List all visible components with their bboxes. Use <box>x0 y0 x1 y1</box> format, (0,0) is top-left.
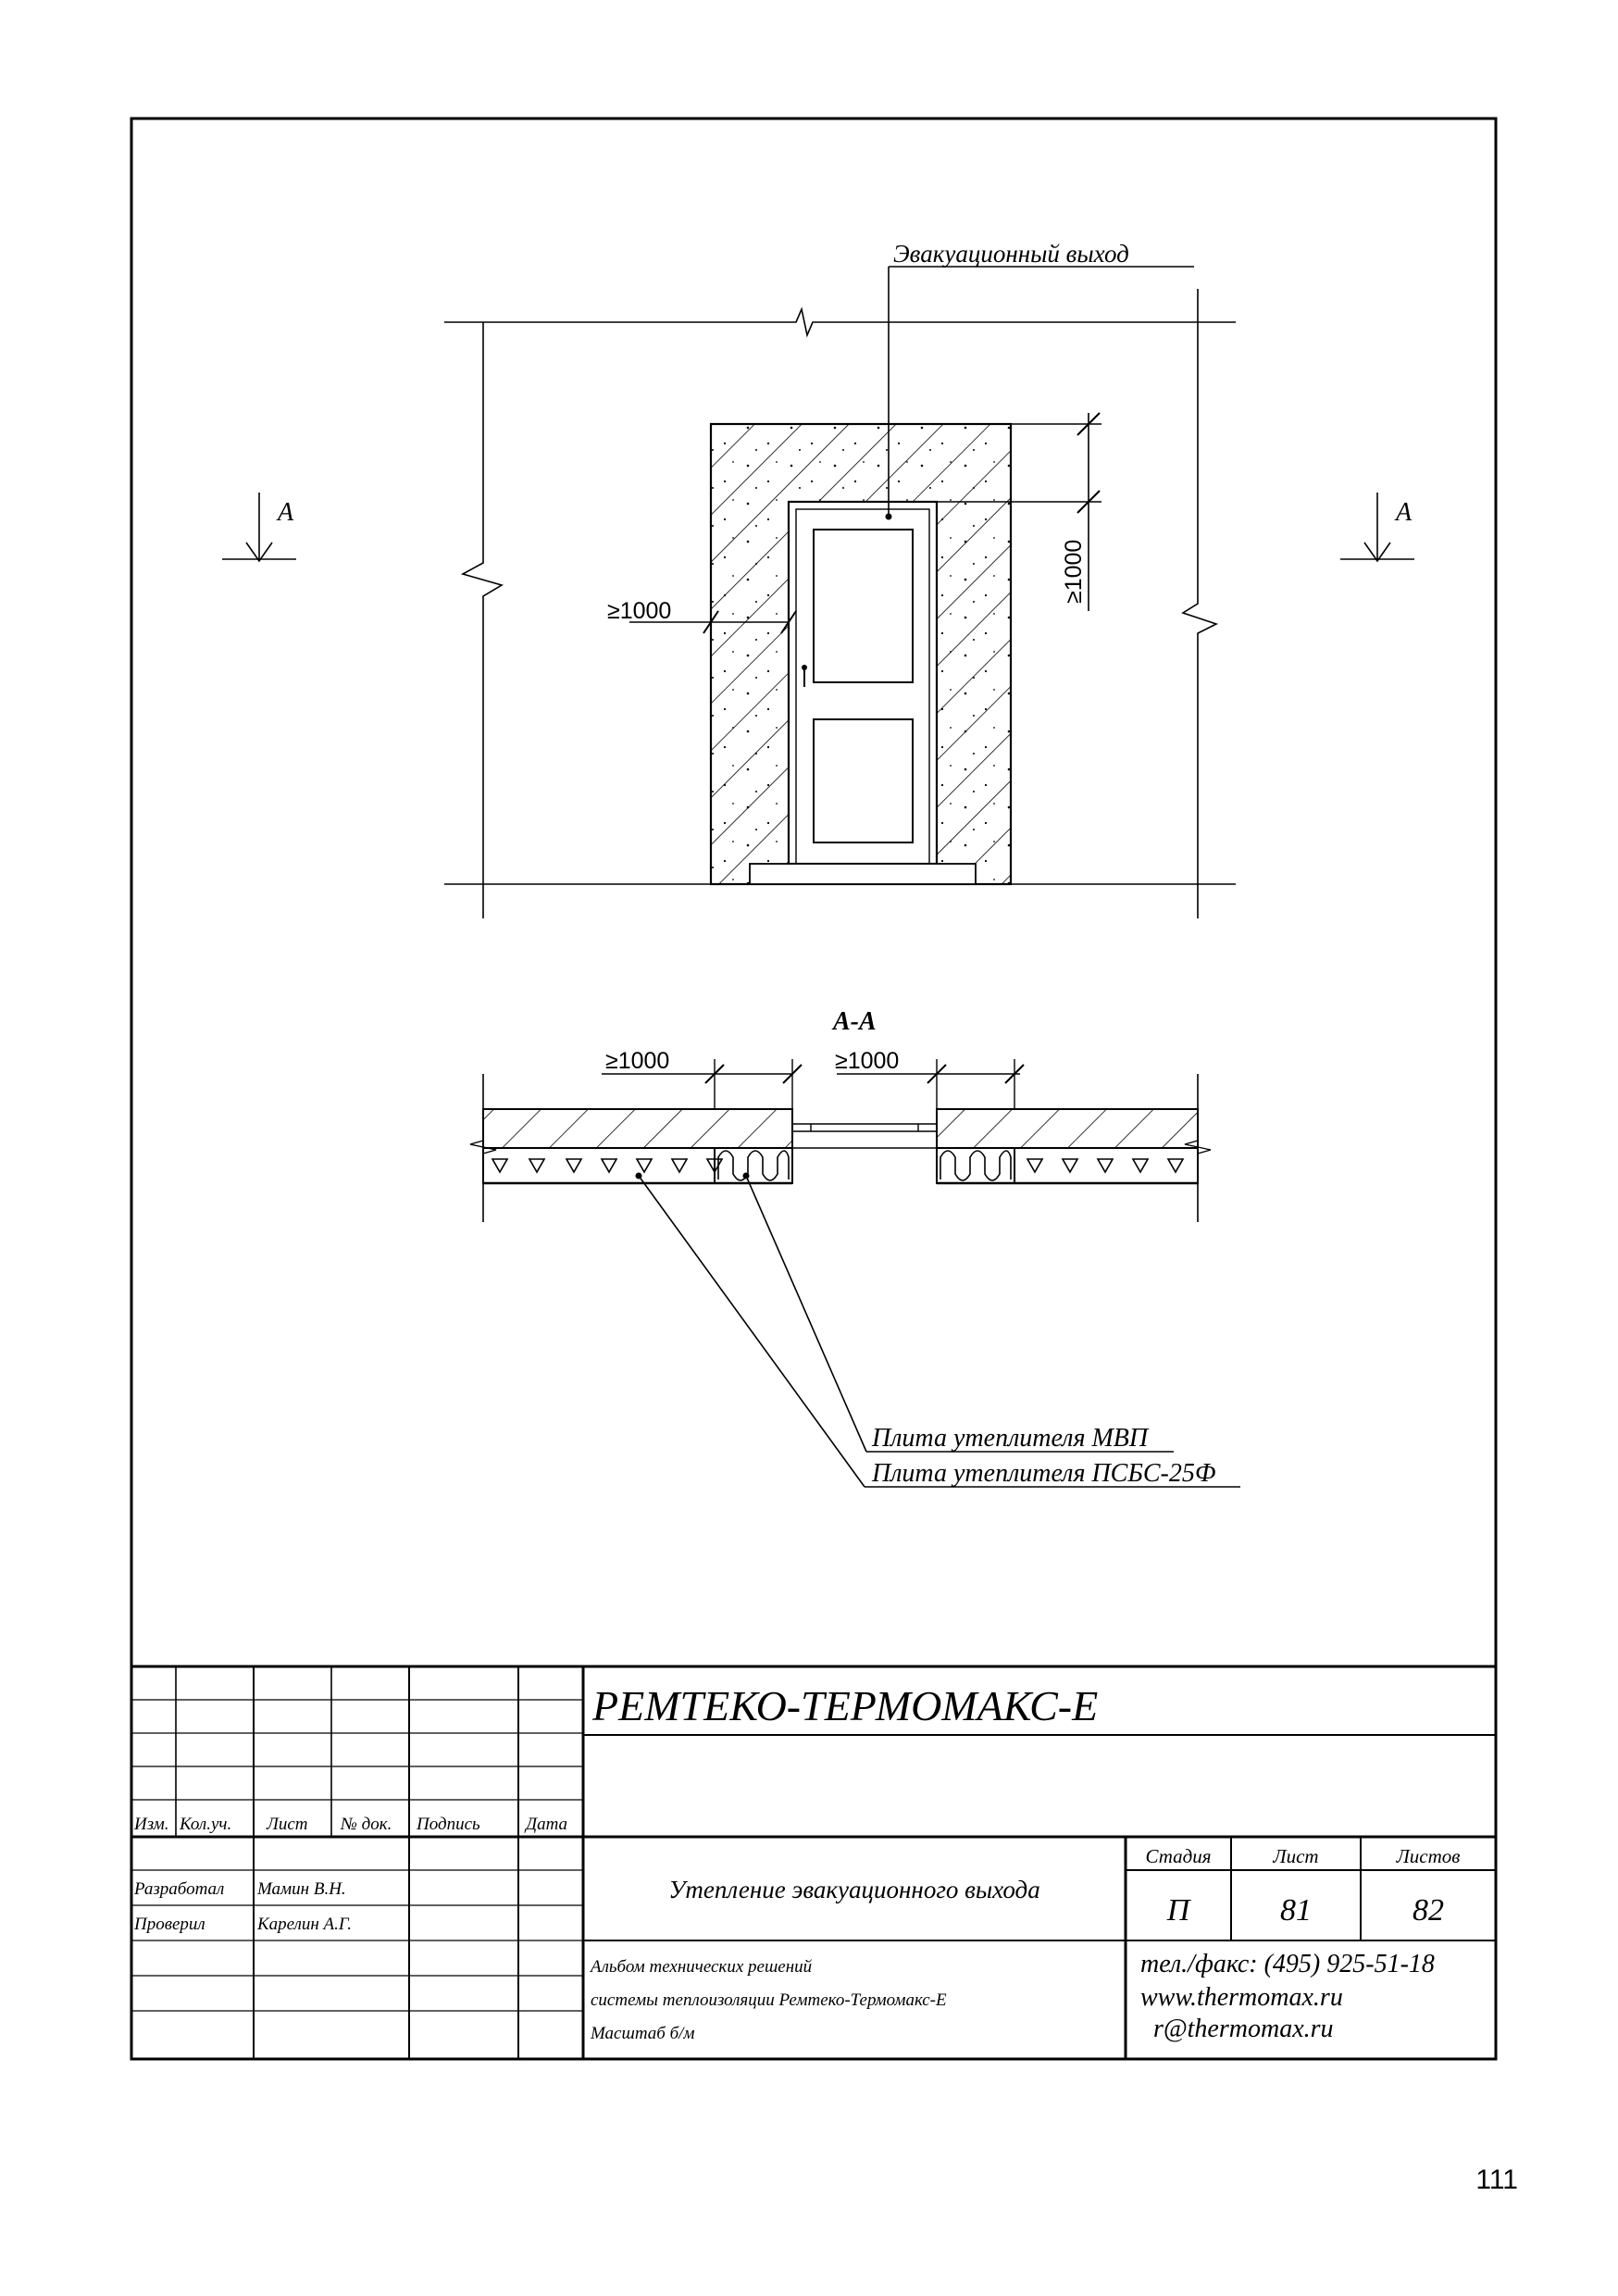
exit-label: Эвакуационный выход <box>893 240 1129 268</box>
facade-view <box>222 266 1414 918</box>
col-header-date: Дата <box>524 1815 567 1834</box>
section-mark-right: А <box>1394 498 1413 527</box>
album-line-1: Альбом технических решений <box>589 1957 813 1977</box>
leader-psbs-label: Плита утеплителя ПСБС-25Ф <box>871 1459 1215 1488</box>
section-labels: А-А ≥1000 ≥1000 Плита утеплителя МВП Пли… <box>605 1007 1215 1488</box>
section-a-a <box>469 1059 1240 1488</box>
title-block <box>131 1665 1496 2059</box>
contact-phone: тел./факс: (495) 925-51-18 <box>1140 1950 1435 1978</box>
stage-value: П <box>1166 1893 1192 1928</box>
facade-labels: Эвакуационный выход ≥1000 ≥1000 А А <box>276 240 1413 624</box>
sheet-frame <box>130 117 1498 2061</box>
col-header-kolvo: Кол.уч. <box>179 1815 231 1834</box>
checked-name: Карелин А.Г. <box>256 1915 352 1934</box>
section-mark-left: А <box>276 498 294 527</box>
contact-email: r@thermomax.ru <box>1153 2015 1334 2043</box>
page-number: 111 <box>1475 2165 1518 2195</box>
section-dim-left: ≥1000 <box>605 1048 669 1074</box>
col-header-izm: Изм. <box>133 1815 169 1834</box>
company-name: РЕМТЕКО-ТЕРМОМАКС-Е <box>591 1682 1098 1729</box>
album-line-3: Масштаб б/м <box>590 2024 695 2043</box>
col-header-doc: № док. <box>340 1815 392 1834</box>
section-dim-right: ≥1000 <box>835 1048 899 1074</box>
document-title: Утепление эвакуационного выхода <box>668 1876 1039 1903</box>
contact-website: www.thermomax.ru <box>1140 1983 1343 2012</box>
dim-left-label: ≥1000 <box>607 598 671 624</box>
developed-name: Мамин В.Н. <box>256 1879 346 1899</box>
sheets-value: 82 <box>1413 1893 1444 1928</box>
sheet-header: Лист <box>1272 1845 1318 1867</box>
col-header-sign: Подпись <box>416 1815 480 1834</box>
checked-label: Проверил <box>133 1915 205 1934</box>
section-title: А-А <box>831 1007 877 1036</box>
dim-vertical-label: ≥1000 <box>1061 540 1087 604</box>
album-line-2: системы теплоизоляции Ремтеко-Термомакс-… <box>591 1990 947 2010</box>
leader-mvp-label: Плита утеплителя МВП <box>871 1424 1150 1453</box>
sheet-value: 81 <box>1280 1893 1312 1928</box>
title-block-text: РЕМТЕКО-ТЕРМОМАКС-Е Изм. Кол.уч. Лист № … <box>133 1682 1460 2043</box>
developed-label: Разработал <box>133 1879 224 1899</box>
stage-header: Стадия <box>1145 1845 1211 1867</box>
sheets-header: Листов <box>1396 1845 1461 1867</box>
col-header-list: Лист <box>266 1815 308 1834</box>
